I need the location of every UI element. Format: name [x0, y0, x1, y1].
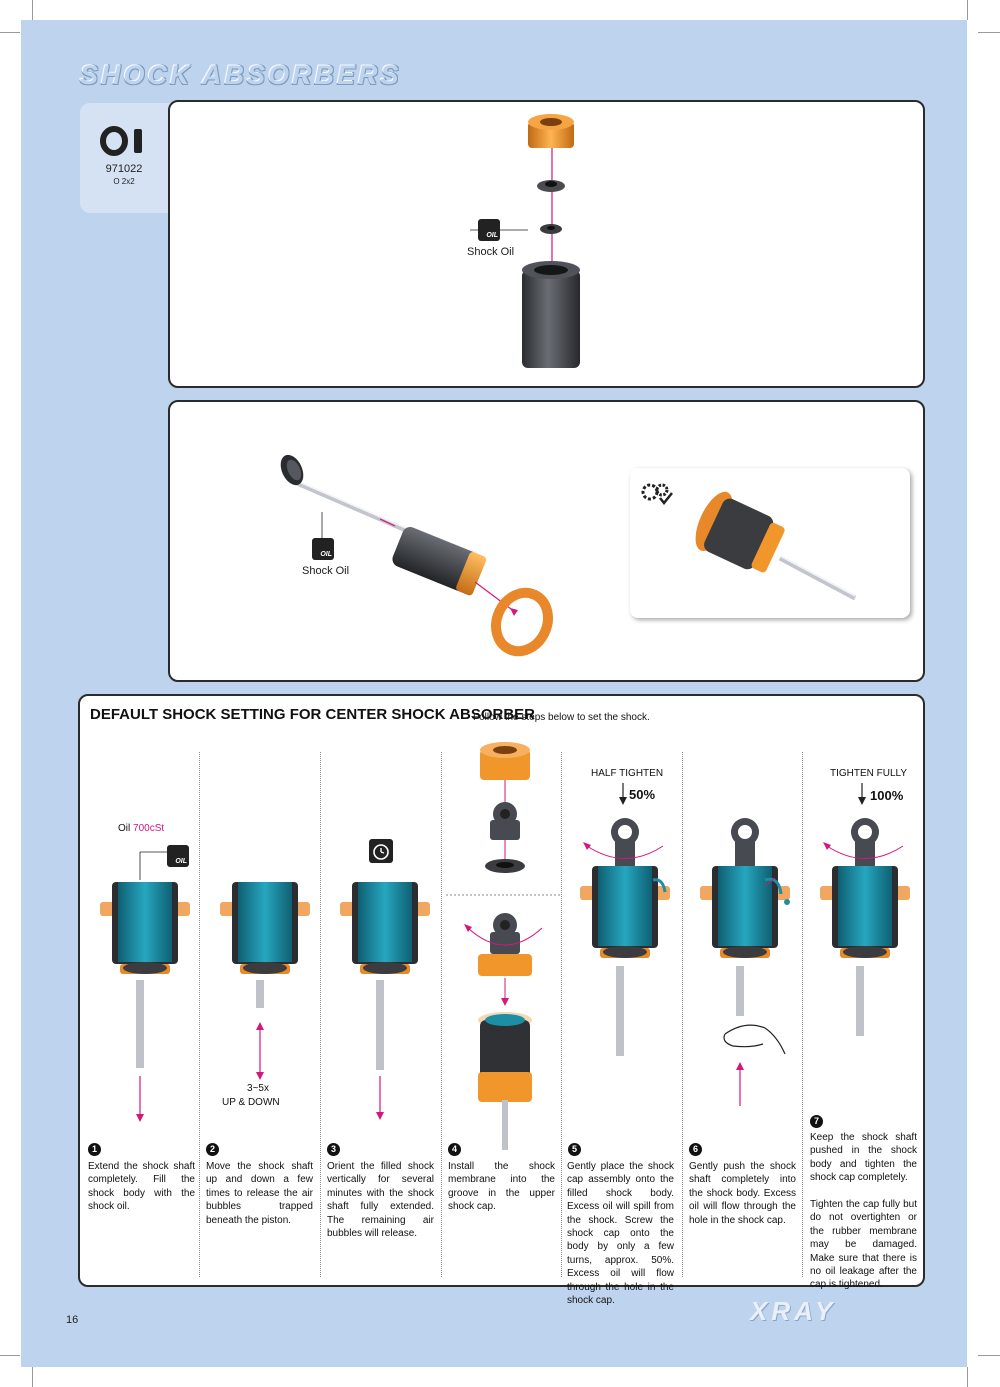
shock-oil-label: Shock Oil [302, 565, 350, 577]
step-number: 1 [88, 1143, 101, 1156]
step-7-text: Keep the shock shaft pushed in the shock… [810, 1132, 917, 1291]
check-gears-icon [641, 483, 673, 506]
o-ring-icon [100, 126, 142, 156]
shock-cap-exploded-illustration [470, 114, 580, 368]
step-number: 6 [689, 1143, 702, 1156]
step-6-text: Gently push the shock shaft completely i… [689, 1161, 796, 1226]
crop-mark [32, 0, 33, 20]
step-box-cap-assembly: OIL Shock Oil [168, 100, 925, 388]
alarm-clock-icon [369, 839, 393, 863]
updown-label: UP & DOWN [222, 1097, 280, 1108]
oil-icon: OIL [478, 219, 500, 241]
brand-logo: XRAY [750, 1296, 837, 1326]
step-number: 3 [327, 1143, 340, 1156]
oil-icon: OIL [312, 538, 334, 560]
shock-oil-label: Shock Oil [467, 246, 515, 258]
step-2-text: Move the shock shaft up and down a few t… [206, 1161, 313, 1226]
assembled-view-inset [630, 468, 910, 618]
step5-shock-illustration [580, 818, 670, 1056]
column-divider [682, 752, 683, 1277]
oil-icon: OIL [167, 845, 189, 867]
crop-mark [978, 32, 1000, 33]
half-tighten-percent: 50% [629, 787, 656, 802]
oil-spec-label: Oil 700cSt [118, 823, 165, 834]
step1-shock-illustration [100, 851, 190, 1122]
step-4-text: Install the shock membrane into the groo… [448, 1161, 555, 1213]
step-3-text: Orient the filled shock vertically for s… [327, 1161, 434, 1240]
step2-shock-illustration [220, 882, 310, 1080]
step-box-shaft-assembly: OIL Shock Oil [168, 400, 925, 682]
part-tab: 971022 O 2x2 [80, 103, 180, 213]
crop-mark [978, 1355, 1000, 1356]
crop-mark [967, 1367, 968, 1387]
column-divider [441, 752, 442, 1277]
column-divider [802, 752, 803, 1277]
crop-mark [967, 0, 968, 20]
step-5-text: Gently place the shock cap assembly onto… [567, 1161, 674, 1307]
page-number: 16 [66, 1314, 79, 1326]
step6-shock-illustration [700, 818, 790, 1106]
assembled-shock-illustration [695, 491, 857, 601]
step-number: 4 [448, 1143, 461, 1156]
step7-shock-illustration [820, 818, 910, 1036]
column-divider [561, 752, 562, 1277]
column-divider [199, 752, 200, 1277]
crop-mark [32, 1367, 33, 1387]
half-tighten-label: HALF TIGHTEN [591, 768, 664, 779]
column-divider [320, 752, 321, 1277]
crop-mark [0, 32, 20, 33]
part-number: 971022 [105, 163, 143, 175]
step4-membrane-illustration [446, 742, 562, 1150]
step3-shock-illustration [340, 882, 430, 1120]
tighten-fully-label: TIGHTEN FULLY [830, 768, 908, 779]
crop-mark [0, 1355, 20, 1356]
section-title: SHOCK ABSORBERS [80, 60, 402, 90]
down-arrow-icon [619, 783, 627, 805]
tighten-fully-percent: 100% [870, 788, 904, 803]
part-description: O 2x2 [113, 177, 135, 186]
step-number: 2 [206, 1143, 219, 1156]
updown-count: 3~5x [247, 1083, 269, 1094]
setting-title: DEFAULT SHOCK SETTING FOR CENTER SHOCK A… [90, 706, 536, 723]
shock-shaft-exploded-illustration [280, 454, 553, 657]
step-1-text: Extend the shock shaft completely. Fill … [88, 1161, 195, 1213]
down-arrow-icon [858, 783, 866, 805]
default-shock-setting-box [78, 694, 925, 1287]
oil-viscosity-value: 700cSt [133, 823, 165, 834]
step-number: 7 [810, 1115, 823, 1128]
setting-subtitle: Follow the steps below to set the shock. [473, 712, 650, 723]
step-number: 5 [568, 1143, 581, 1156]
